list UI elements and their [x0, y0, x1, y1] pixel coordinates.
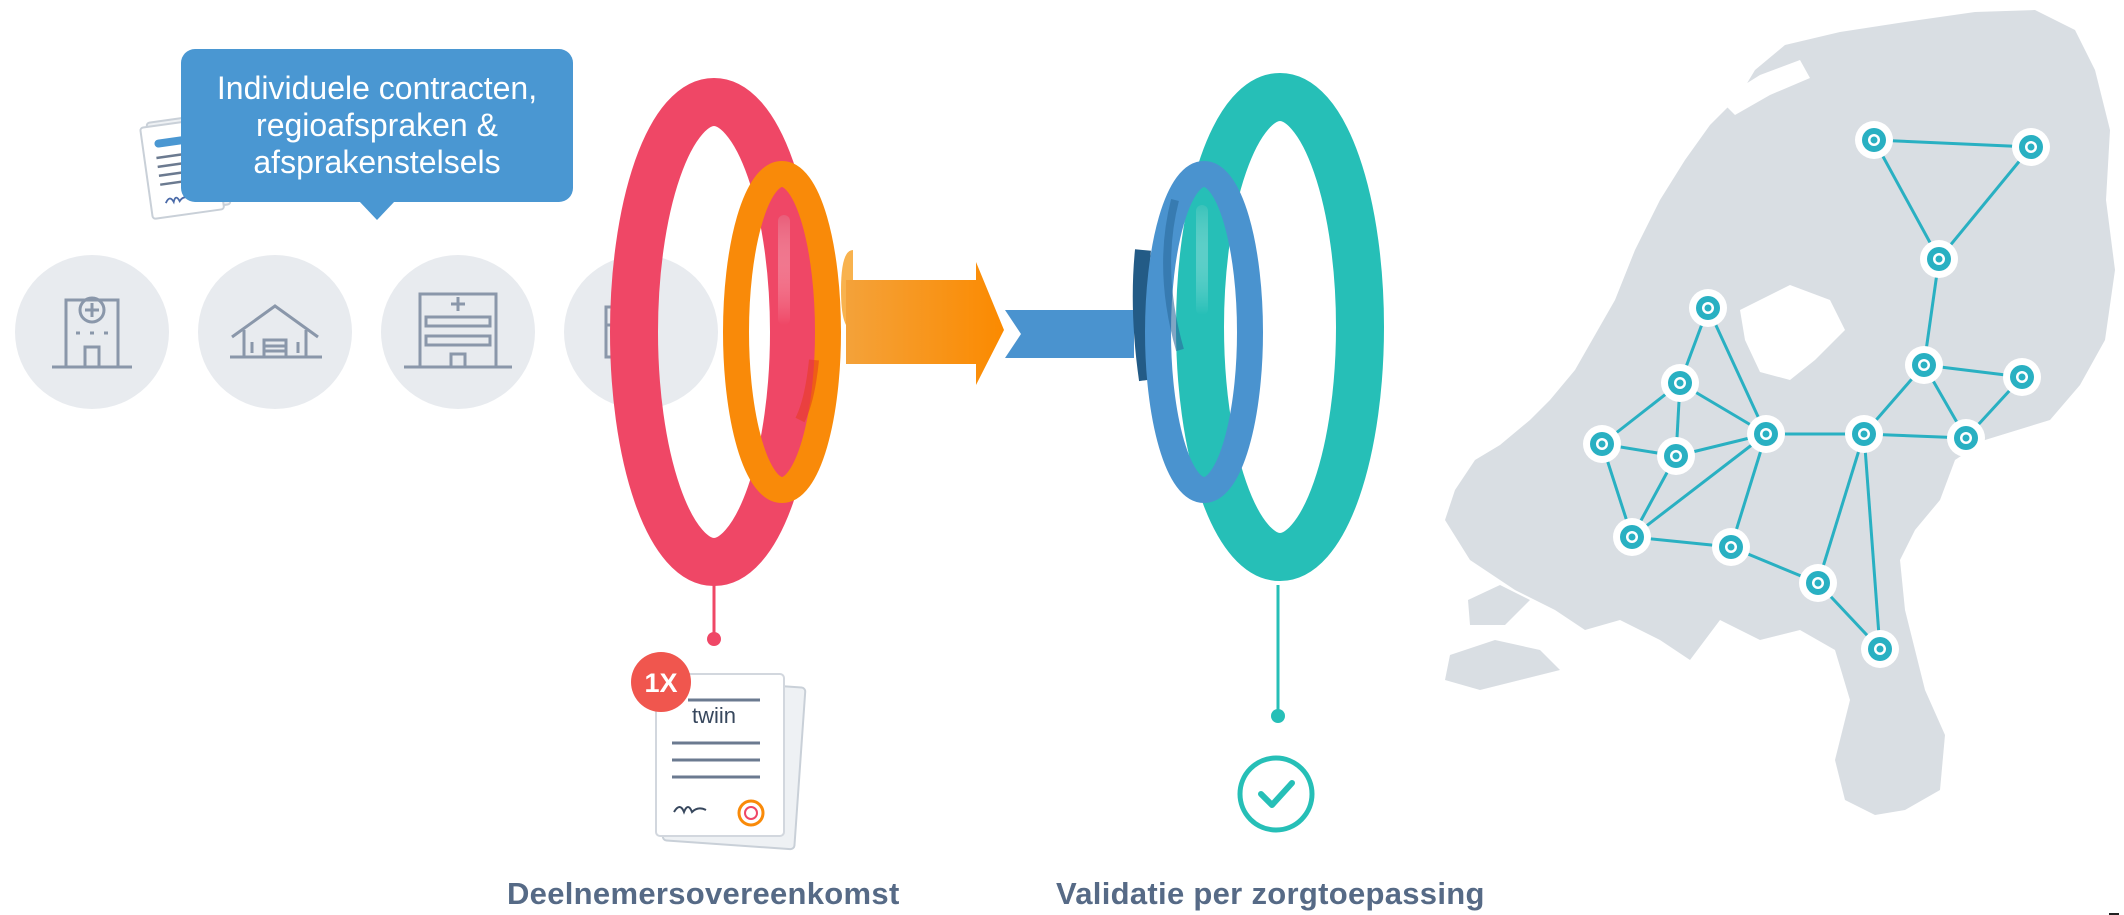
contracts-callout: Individuele contracten, regioafspraken &… — [181, 49, 573, 220]
map-node — [1583, 425, 1621, 463]
map-node — [1712, 528, 1750, 566]
agreement-document: twiin 1X — [631, 652, 807, 851]
facility-row — [15, 255, 718, 409]
callout-line-1: Individuele contracten, — [216, 70, 538, 106]
map-node — [1947, 419, 1985, 457]
map-node — [1905, 346, 1943, 384]
right-ring-pair — [1132, 73, 1384, 581]
map-node — [1855, 121, 1893, 159]
map-node — [1799, 564, 1837, 602]
map-node — [1613, 518, 1651, 556]
edge-mark — [2109, 913, 2119, 915]
orange-ring — [723, 161, 841, 503]
map-node — [1845, 415, 1883, 453]
map-node — [1689, 289, 1727, 327]
connection-arrow — [841, 250, 1134, 385]
svg-text:1X: 1X — [644, 668, 677, 698]
map-nodes — [1583, 121, 2050, 668]
document-logo: twiin — [692, 703, 736, 728]
map-node — [1661, 364, 1699, 402]
teal-ring — [1176, 73, 1384, 581]
map-node — [1747, 415, 1785, 453]
caption-validation: Validatie per zorgtoepassing — [1056, 876, 1485, 911]
hospital-icon — [15, 255, 169, 409]
callout-line-2: regioafspraken & — [256, 107, 498, 143]
one-time-badge: 1X — [631, 652, 691, 712]
callout-tail — [359, 201, 395, 220]
blue-ring — [1145, 161, 1263, 503]
left-ring-pair — [610, 78, 841, 586]
map-node — [1920, 240, 1958, 278]
red-ring — [610, 78, 818, 586]
map-node — [2012, 128, 2050, 166]
right-stem — [1271, 585, 1285, 723]
map-node — [2003, 358, 2041, 396]
clinic-building-icon — [381, 255, 535, 409]
caption-participant-agreement: Deelnemersovereenkomst — [507, 876, 900, 911]
warehouse-icon — [198, 255, 352, 409]
map-node — [1861, 630, 1899, 668]
seal-icon — [737, 799, 765, 827]
left-stem — [707, 585, 721, 646]
callout-line-3: afsprakenstelsels — [253, 144, 501, 180]
checkmark-icon — [1237, 755, 1315, 833]
map-landmass — [1445, 10, 2115, 815]
netherlands-map — [1445, 10, 2115, 815]
map-node — [1657, 437, 1695, 475]
